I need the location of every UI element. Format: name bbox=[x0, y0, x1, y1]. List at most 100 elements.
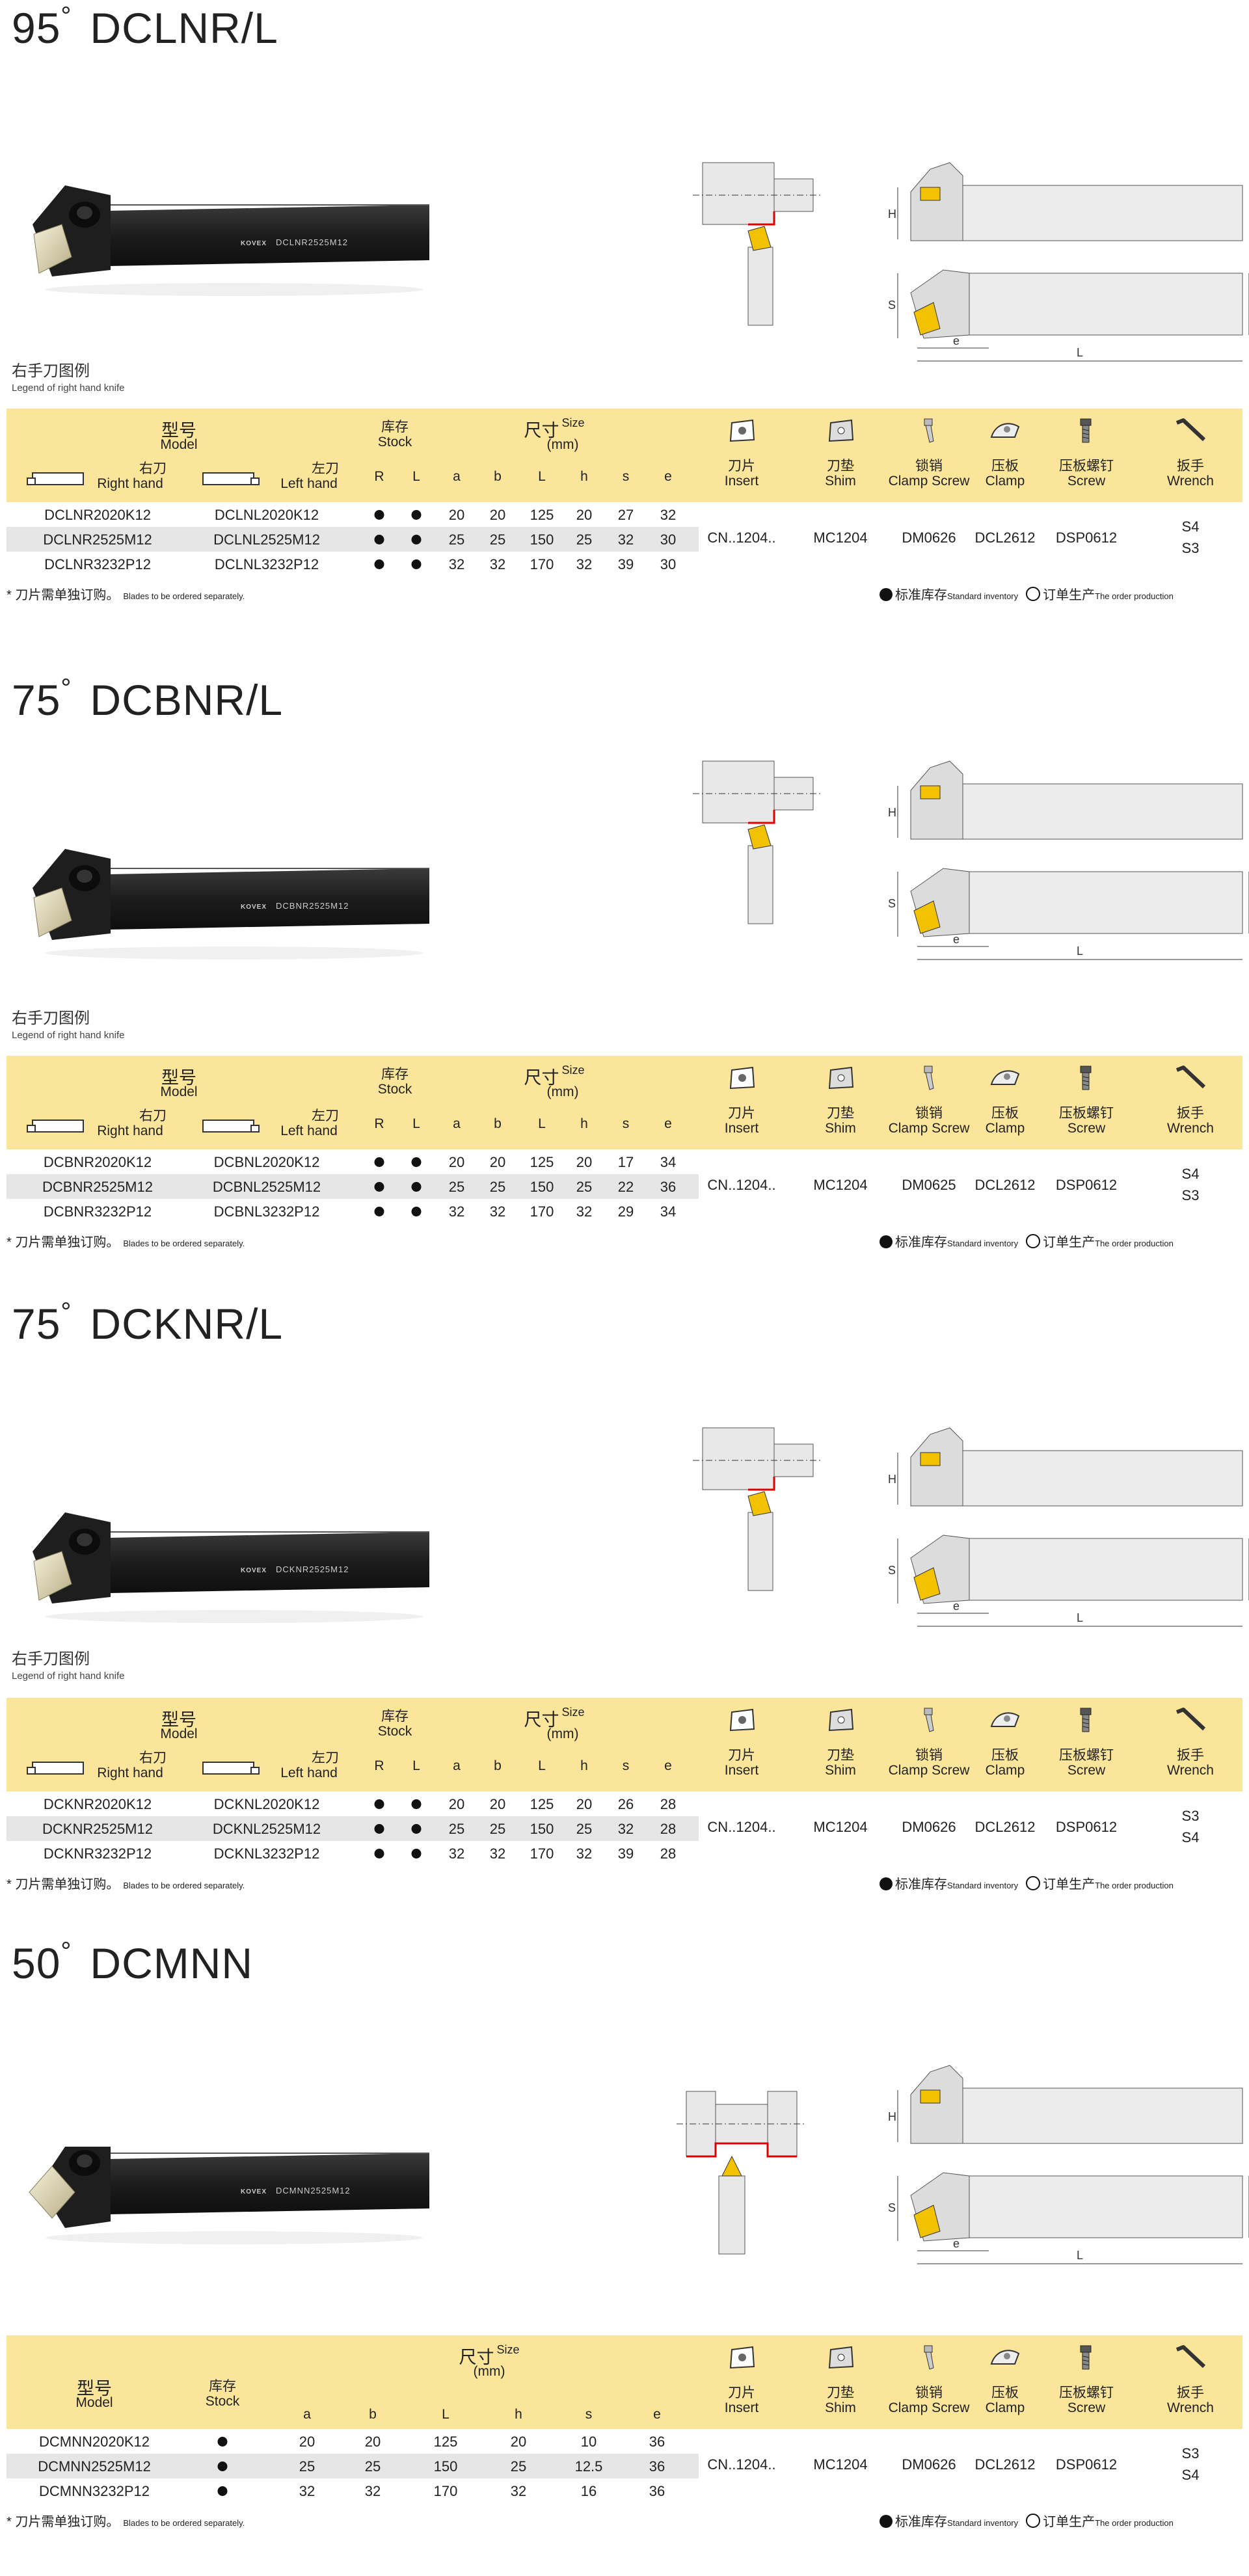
size-header-cn: 尺寸 bbox=[459, 2348, 494, 2367]
dim-label-e: e bbox=[953, 2237, 960, 2250]
dim-cell: 150 bbox=[530, 1821, 554, 1837]
insert-header-en: Insert bbox=[724, 2400, 759, 2415]
clamp-screw-icon bbox=[924, 2345, 934, 2370]
brand-mark: KOVEX bbox=[241, 1567, 267, 1574]
shim-icon bbox=[828, 419, 854, 442]
right-hand-icon bbox=[27, 1120, 84, 1133]
dim-cell: 20 bbox=[448, 1154, 465, 1170]
dim-cell: 150 bbox=[530, 531, 554, 548]
clamp-header-en: Clamp bbox=[985, 1121, 1025, 1136]
dim-cell: 125 bbox=[530, 1154, 554, 1170]
dim-label-e: e bbox=[953, 334, 960, 347]
insert-value: CN..1204.. bbox=[707, 1819, 776, 1835]
size-unit: (mm) bbox=[546, 437, 579, 452]
dim-cell: 32 bbox=[489, 1845, 506, 1862]
screw-icon bbox=[1080, 1708, 1092, 1732]
insert-value: CN..1204.. bbox=[707, 1177, 776, 1193]
front-view-diagram bbox=[897, 760, 1243, 840]
dim-label-e: e bbox=[953, 1600, 960, 1613]
model-header-cn: 型号 bbox=[161, 1710, 196, 1730]
stock-header-en: Stock bbox=[205, 2394, 240, 2409]
size-header-en: Size bbox=[561, 1064, 585, 1077]
order-note-cn: * 刀片需单独订购。 bbox=[7, 2515, 120, 2529]
wrench-value: S3 bbox=[1181, 1808, 1200, 1824]
wrench-header-en: Wrench bbox=[1167, 1763, 1214, 1778]
stock-header-cn: 库存 bbox=[381, 1067, 409, 1082]
clamp-screw-header-en: Clamp Screw bbox=[888, 1121, 970, 1136]
screw-value: DSP0612 bbox=[1055, 530, 1118, 546]
stock-dot-l bbox=[411, 1207, 422, 1216]
order-note-cn: * 刀片需单独订购。 bbox=[7, 1235, 120, 1250]
wrench-value: S4 bbox=[1181, 1166, 1200, 1182]
wrench-value: S4 bbox=[1181, 1829, 1200, 1845]
insert-value: CN..1204.. bbox=[707, 2456, 776, 2473]
model-left-cell: DCBNL2525M12 bbox=[212, 1179, 321, 1195]
shim-header-en: Shim bbox=[825, 1763, 856, 1778]
order-production-en: The order production bbox=[1095, 2518, 1174, 2528]
order-production-cn: 订单生产 bbox=[1043, 1235, 1095, 1250]
dim-cell: 25 bbox=[489, 1179, 506, 1195]
model-header-cn: 型号 bbox=[77, 2379, 112, 2398]
model-left-cell: DCLNL2525M12 bbox=[213, 531, 320, 548]
dim-cell: 25 bbox=[576, 1821, 593, 1837]
top-view-diagram bbox=[897, 2172, 1249, 2264]
clamp-screw-header-cn: 锁销 bbox=[915, 1106, 943, 1121]
dim-header: L bbox=[538, 469, 546, 484]
angle-value: 75 bbox=[12, 1300, 61, 1348]
dim-label-l: L bbox=[1077, 1611, 1083, 1624]
clamp-header-cn: 压板 bbox=[991, 459, 1019, 474]
dim-cell: 16 bbox=[580, 2483, 597, 2499]
tool-schematic-drawings: H S a b e L bbox=[693, 162, 1249, 362]
order-production-cn: 订单生产 bbox=[1043, 588, 1095, 602]
shim-icon bbox=[828, 1708, 854, 1732]
model-cell: DCMNN3232P12 bbox=[39, 2483, 150, 2499]
clamp-icon bbox=[990, 1070, 1020, 1085]
clamp-value: DCL2612 bbox=[974, 2456, 1036, 2473]
clamp-value: DCL2612 bbox=[974, 1177, 1036, 1193]
dim-cell: 125 bbox=[530, 1796, 554, 1812]
dim-cell: 32 bbox=[489, 1203, 506, 1220]
dim-cell: 32 bbox=[448, 556, 465, 572]
left-hand-icon bbox=[202, 1762, 260, 1775]
dim-cell: 32 bbox=[576, 1845, 593, 1862]
dim-label-h: H bbox=[888, 2110, 896, 2123]
legend-caption: 右手刀图例 bbox=[12, 362, 90, 380]
tool-holder-photo bbox=[29, 2147, 429, 2244]
dim-cell: 125 bbox=[530, 507, 554, 523]
order-note-en: Blades to be ordered separately. bbox=[123, 1881, 245, 1890]
front-view-diagram bbox=[897, 162, 1243, 241]
clamp-screw-value: DM0625 bbox=[902, 1177, 956, 1193]
model-right-cell: DCKNR2525M12 bbox=[42, 1821, 153, 1837]
shim-header-cn: 刀垫 bbox=[827, 1748, 854, 1763]
dim-header: e bbox=[664, 1758, 672, 1773]
model-header-cn: 型号 bbox=[161, 1068, 196, 1088]
order-production-en: The order production bbox=[1095, 591, 1174, 601]
filled-dot-icon bbox=[880, 1235, 893, 1248]
dim-cell: 25 bbox=[448, 1821, 465, 1837]
dim-cell: 20 bbox=[489, 507, 506, 523]
standard-inventory-cn: 标准库存 bbox=[895, 588, 947, 602]
dim-cell: 32 bbox=[448, 1845, 465, 1862]
dim-cell: 32 bbox=[576, 556, 593, 572]
left-hand-header-en: Left hand bbox=[280, 1123, 338, 1138]
dim-label-h: H bbox=[888, 806, 896, 819]
stock-l-header: L bbox=[412, 1758, 420, 1773]
clamp-header-cn: 压板 bbox=[991, 1106, 1019, 1121]
screw-header-cn: 压板螺钉 bbox=[1059, 2385, 1114, 2400]
right-hand-header-cn: 右刀 bbox=[139, 1108, 167, 1123]
hollow-circle-icon bbox=[1026, 2514, 1041, 2528]
stock-dot-r bbox=[374, 1207, 384, 1216]
clamp-screw-icon bbox=[924, 418, 934, 443]
dim-cell: 30 bbox=[660, 531, 677, 548]
dim-cell: 22 bbox=[617, 1179, 634, 1195]
right-hand-icon bbox=[27, 1762, 84, 1775]
dim-header: b bbox=[494, 1758, 502, 1773]
